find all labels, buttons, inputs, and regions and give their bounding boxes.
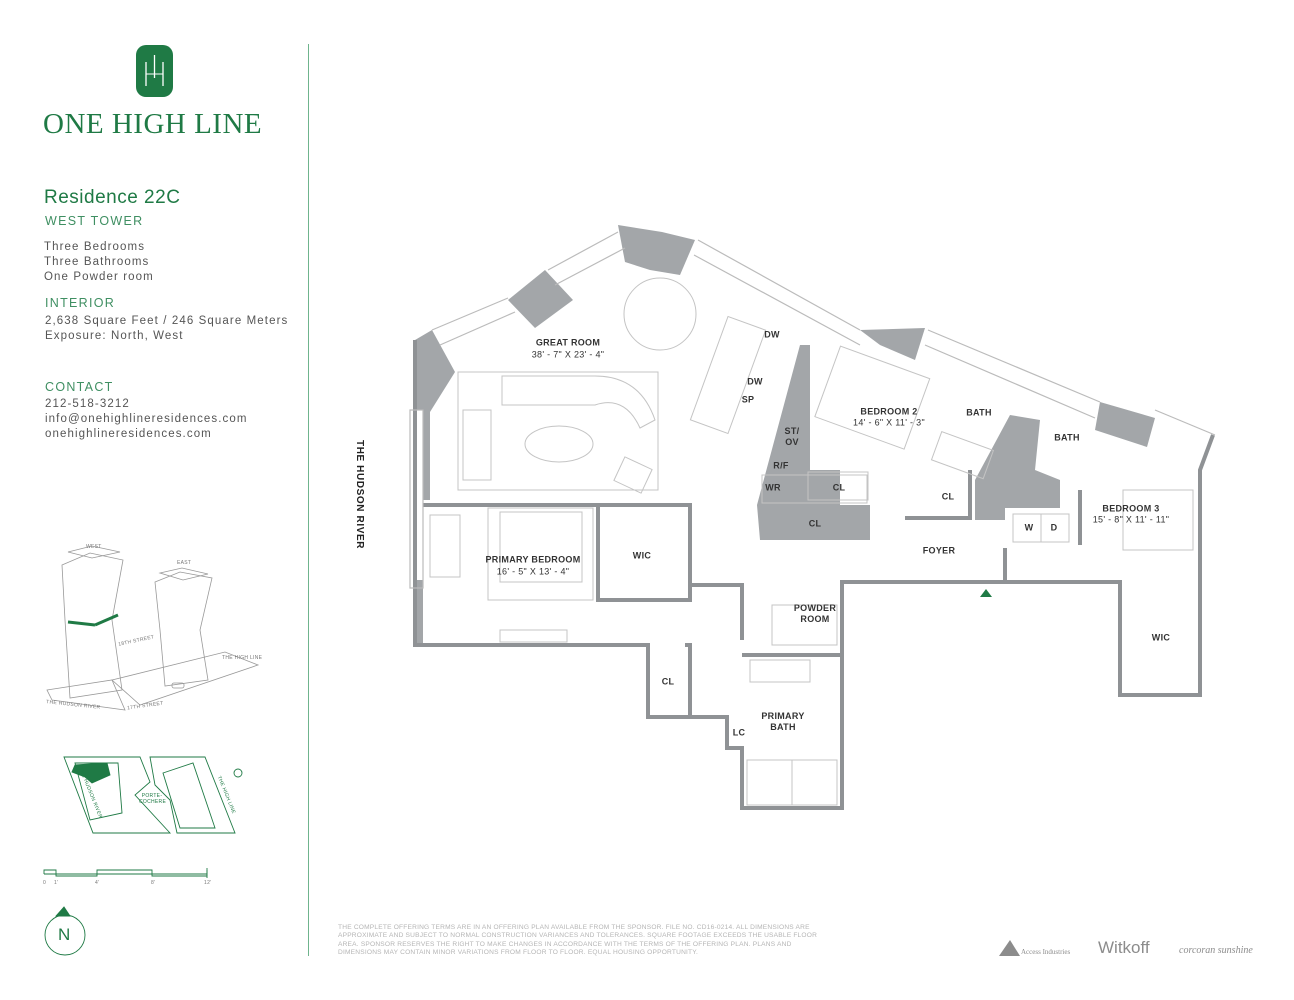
room-label-bedroom-2: BEDROOM 2 — [860, 406, 918, 417]
square-footage: 2,638 Square Feet / 246 Square Meters — [45, 315, 289, 327]
contact-phone[interactable]: 212-518-3212 — [45, 398, 130, 410]
appliance-wr: WR — [765, 482, 781, 493]
compass-north: N — [58, 925, 71, 944]
scale-tick: 1' — [54, 880, 59, 886]
axo-label: THE HIGH LINE — [222, 655, 263, 661]
room-label-closet: CL — [832, 482, 846, 493]
scale-tick: 4' — [95, 880, 100, 886]
room-label-powder-room: POWDER ROOM — [793, 603, 837, 624]
room-label-bedroom-3: BEDROOM 3 — [1102, 503, 1160, 514]
appliance-dw: DW — [747, 376, 763, 387]
room-label-closet: CL — [808, 518, 822, 529]
furniture — [429, 277, 1194, 806]
feature-item: One Powder room — [44, 271, 154, 283]
structural-walls — [415, 225, 1155, 645]
appliance-rf: R/F — [773, 460, 789, 471]
room-dims-great-room: 38' - 7" X 23' - 4" — [531, 349, 605, 360]
contact-heading: CONTACT — [45, 380, 114, 394]
room-label-linen-closet: LC — [732, 727, 746, 738]
axo-label: WEST — [86, 544, 102, 550]
partner-access-industries: Access Industries — [1021, 948, 1071, 956]
brand-name: ONE HIGH LINE — [43, 108, 263, 140]
room-label-bath: BATH — [1054, 432, 1080, 443]
scale-tick: 8' — [151, 880, 156, 886]
exposure: Exposure: North, West — [45, 330, 184, 342]
interior-details: 2,638 Square Feet / 246 Square Meters Ex… — [45, 314, 288, 344]
room-label-primary-bedroom: PRIMARY BEDROOM — [485, 554, 581, 565]
partner-witkoff: Witkoff — [1098, 938, 1150, 957]
legal-disclaimer: THE COMPLETE OFFERING TERMS ARE IN AN OF… — [338, 924, 818, 957]
residence-title: Residence 22C — [44, 187, 181, 208]
room-label-closet: CL — [941, 491, 955, 502]
appliance-st-ov: ST/ OV — [784, 426, 800, 447]
room-label-wic: WIC — [632, 550, 652, 561]
site-label: PORTE-COCHERE — [139, 793, 167, 805]
partner-corcoran-sunshine: corcoran sunshine — [1179, 945, 1253, 956]
room-label-great-room: GREAT ROOM — [535, 337, 601, 348]
interior-heading: INTERIOR — [45, 296, 116, 310]
sidebar-divider — [308, 44, 309, 956]
room-label-closet: CL — [661, 676, 675, 687]
walls — [413, 340, 1215, 810]
windows — [409, 231, 1216, 589]
appliance-dw: DW — [764, 329, 780, 340]
room-label-wic: WIC — [1151, 632, 1171, 643]
scale-tick: 0 — [43, 880, 47, 886]
room-dims-bedroom-2: 14' - 6" X 11' - 3" — [853, 417, 925, 428]
dryer-label: D — [1050, 522, 1058, 533]
river-label: THE HUDSON RIVER — [354, 440, 365, 550]
tower-name: WEST TOWER — [45, 214, 144, 228]
scale-tick: 12' — [204, 880, 212, 886]
features-list: Three Bedrooms Three Bathrooms One Powde… — [44, 240, 154, 285]
room-label-foyer: FOYER — [922, 545, 956, 556]
entry-marker-icon — [980, 589, 992, 597]
appliance-sp: SP — [741, 394, 755, 405]
washer-label: W — [1024, 522, 1034, 533]
contact-website[interactable]: onehighlineresidences.com — [45, 428, 212, 440]
room-label-primary-bath: PRIMARY BATH — [761, 711, 805, 732]
room-dims-primary-bedroom: 16' - 5" X 13' - 4" — [496, 566, 570, 577]
room-dims-bedroom-3: 15' - 8" X 11' - 11" — [1092, 514, 1170, 525]
contact-details: 212-518-3212 info@onehighlineresidences.… — [45, 397, 248, 442]
room-label-bath: BATH — [966, 407, 992, 418]
feature-item: Three Bedrooms — [44, 241, 146, 253]
contact-email[interactable]: info@onehighlineresidences.com — [45, 413, 248, 425]
axo-label: EAST — [177, 560, 192, 566]
feature-item: Three Bathrooms — [44, 256, 150, 268]
